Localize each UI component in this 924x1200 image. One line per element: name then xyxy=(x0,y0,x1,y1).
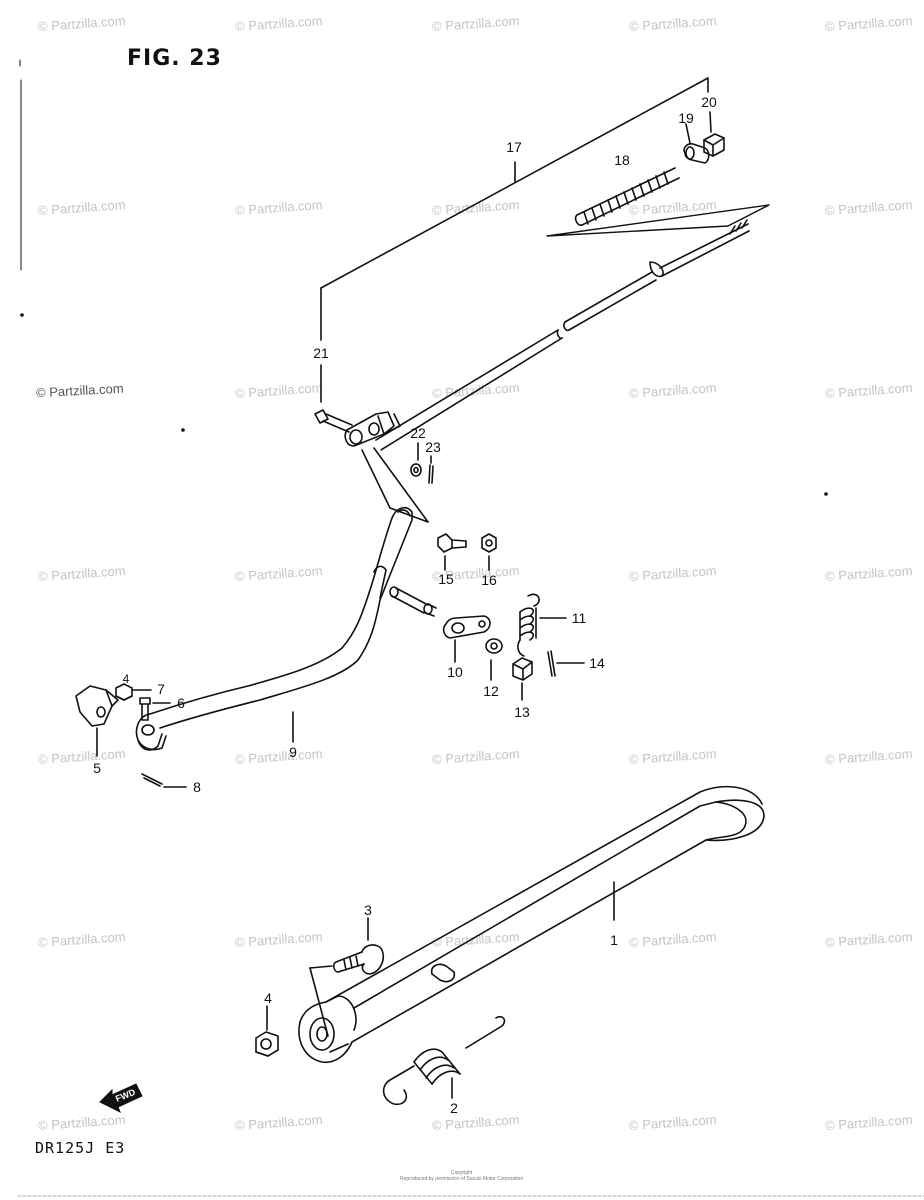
spring-18 xyxy=(574,167,680,227)
callout-18[interactable]: 18 xyxy=(614,152,630,168)
pin-6 xyxy=(139,697,171,721)
callout-3[interactable]: 3 xyxy=(364,902,372,918)
nut-4-small xyxy=(115,683,133,701)
joint-5 xyxy=(75,685,119,757)
figure-title: FIG. 23 xyxy=(127,46,222,71)
pedal-shaft xyxy=(389,586,437,617)
callout-15[interactable]: 15 xyxy=(438,571,454,587)
fwd-arrow-icon: FWD xyxy=(99,1083,143,1114)
copyright-note: Copyright Reproduced by permission of Su… xyxy=(400,1170,523,1182)
callout-16[interactable]: 16 xyxy=(481,572,497,588)
callout-21[interactable]: 21 xyxy=(313,345,329,361)
bolt-3 xyxy=(333,917,385,975)
joint-19 xyxy=(683,143,710,164)
callout-13[interactable]: 13 xyxy=(514,704,530,720)
cotter-pin-14 xyxy=(547,650,585,677)
copyright-line: Copyright xyxy=(450,1170,473,1176)
cotter-pin-23 xyxy=(428,455,434,484)
copyright-line: Reproduced by permission of Suzuki Motor… xyxy=(400,1176,524,1182)
callout-7[interactable]: 7 xyxy=(157,681,165,697)
spring-11 xyxy=(517,593,567,657)
nut-20 xyxy=(703,133,725,157)
scan-dot xyxy=(181,428,185,432)
callout-2[interactable]: 2 xyxy=(450,1100,458,1116)
callout-17[interactable]: 17 xyxy=(506,139,522,155)
callout-11[interactable]: 11 xyxy=(571,610,587,626)
side-stand-1 xyxy=(298,785,765,1064)
nut-4 xyxy=(255,1005,279,1057)
nut-16 xyxy=(481,533,497,571)
leader-20 xyxy=(709,111,712,133)
spring-pointer xyxy=(546,204,770,237)
callout-22[interactable]: 22 xyxy=(410,425,426,441)
callout-19[interactable]: 19 xyxy=(678,110,694,126)
brake-rod xyxy=(375,219,750,451)
scan-dot xyxy=(20,313,24,317)
bolt-15 xyxy=(437,533,467,571)
clevis-pin-21 xyxy=(314,364,353,433)
scan-dot xyxy=(824,492,828,496)
nut-13 xyxy=(512,657,533,701)
washer-12 xyxy=(485,638,503,681)
washer-22 xyxy=(410,442,422,477)
callout-14[interactable]: 14 xyxy=(589,655,605,671)
model-code: DR125J E3 xyxy=(35,1139,126,1157)
lever-plate-10 xyxy=(442,615,491,663)
callout-23[interactable]: 23 xyxy=(425,439,441,455)
callout-9[interactable]: 9 xyxy=(289,744,297,760)
brake-pedal-9 xyxy=(135,506,413,751)
cotter-pin-8 xyxy=(141,773,187,788)
callout-12[interactable]: 12 xyxy=(483,683,499,699)
callout-4[interactable]: 4 xyxy=(264,990,272,1006)
callout-8[interactable]: 8 xyxy=(193,779,201,795)
callout-5[interactable]: 5 xyxy=(93,760,101,776)
callout-4-small[interactable]: 4 xyxy=(122,672,130,686)
clevis-joint xyxy=(344,411,401,447)
spring-2 xyxy=(382,1015,506,1106)
explode-guide-stand xyxy=(309,965,333,1037)
leader-19 xyxy=(685,123,691,144)
callout-20[interactable]: 20 xyxy=(701,94,717,110)
callout-1[interactable]: 1 xyxy=(610,932,618,948)
callout-6[interactable]: 6 xyxy=(177,695,185,711)
callout-bracket-17 xyxy=(320,77,709,341)
callout-10[interactable]: 10 xyxy=(447,664,463,680)
